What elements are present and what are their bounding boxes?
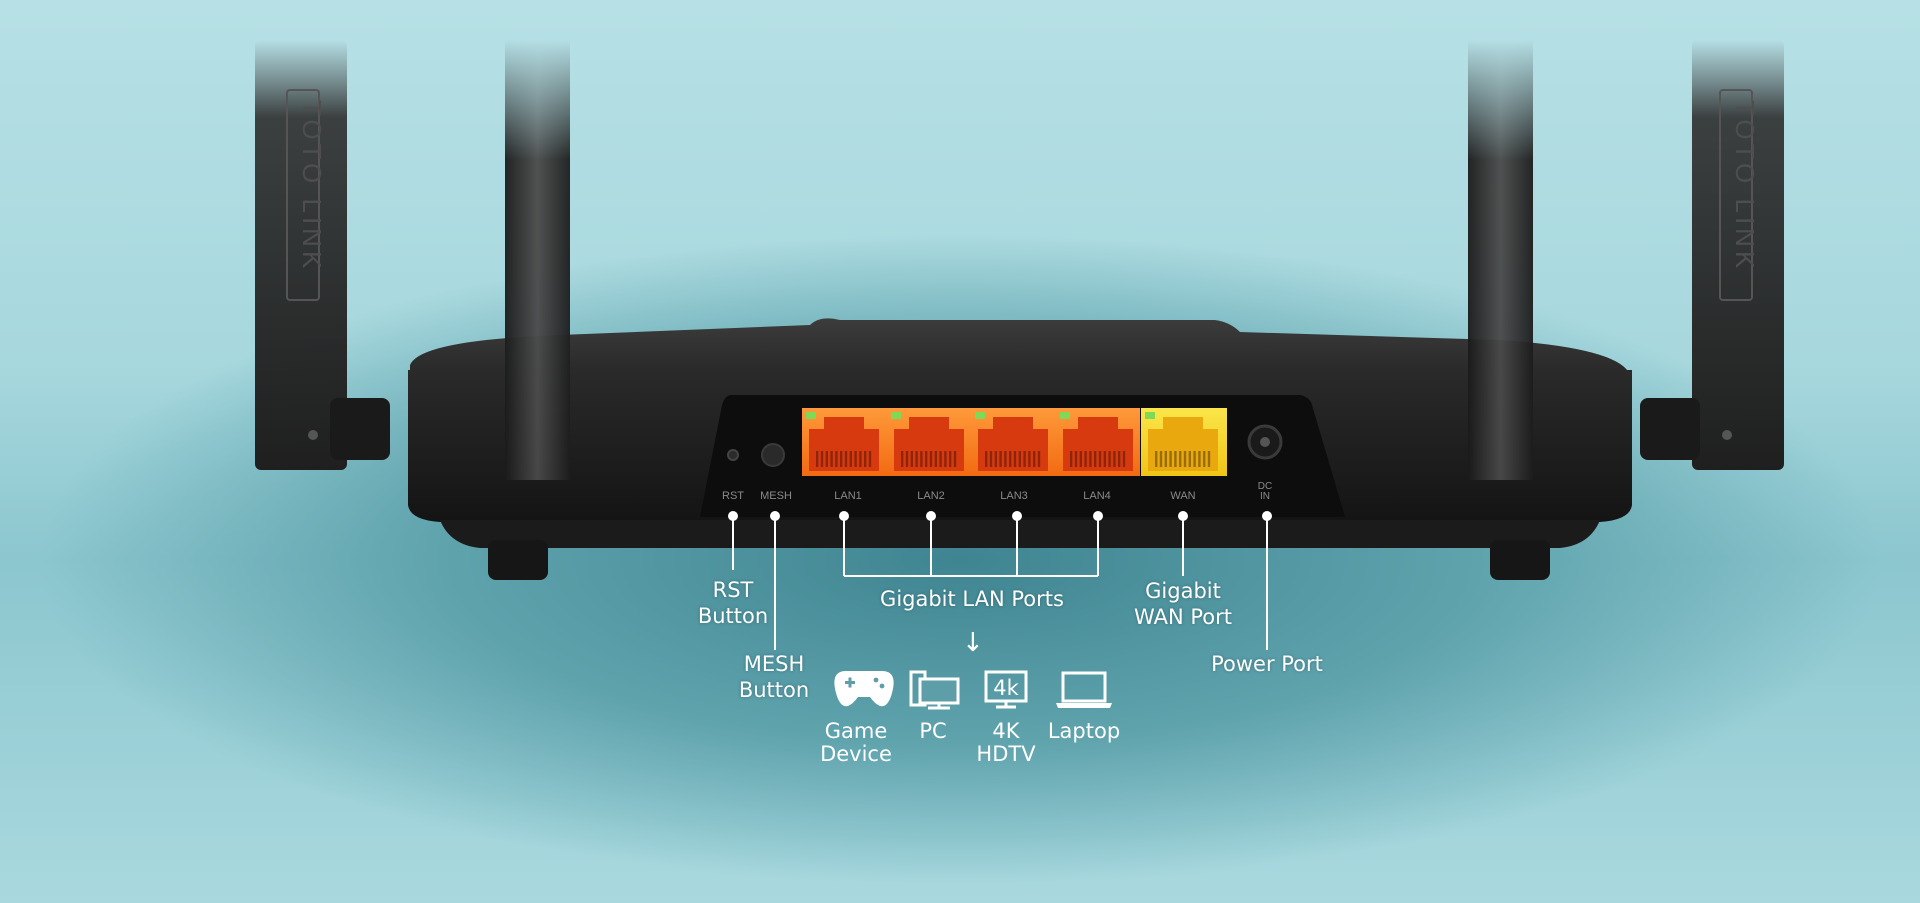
port-label-lan4: LAN4	[1083, 490, 1111, 502]
wan-label-line2: WAN Port	[1134, 605, 1232, 629]
lan-port-3[interactable]	[975, 412, 1048, 471]
router-foot-right	[1490, 540, 1550, 580]
lan-port-1[interactable]	[806, 412, 879, 471]
pc-icon	[909, 670, 960, 710]
mesh-button-label: MESH Button	[722, 651, 826, 703]
lan-ports-label: Gigabit LAN Ports	[852, 586, 1092, 612]
gamepad-icon	[834, 671, 894, 707]
mesh-label-line2: Button	[738, 678, 810, 702]
port-label-lan3: LAN3	[1000, 490, 1028, 502]
antenna-right-outer: TOTO LINK	[1640, 40, 1784, 470]
power-port-label: Power Port	[1197, 651, 1337, 677]
callout-dots	[728, 511, 1272, 521]
port-label-lan1: LAN1	[834, 490, 862, 502]
wan-port-label: Gigabit WAN Port	[1118, 578, 1248, 630]
port-label-lan2: LAN2	[917, 490, 945, 502]
laptop-icon	[1056, 671, 1112, 708]
tv-4k-icon-text: 4k	[993, 676, 1019, 700]
rst-label-line2: Button	[697, 604, 769, 628]
antenna-right-inner	[1468, 40, 1533, 480]
callout-lines	[732, 516, 1268, 650]
antenna-left-outer: TOTO LINK	[255, 40, 390, 470]
port-label-mesh: MESH	[760, 490, 792, 502]
rst-hole[interactable]	[727, 449, 739, 461]
lan-port-2[interactable]	[891, 412, 964, 471]
port-label-rst: RST	[722, 490, 744, 502]
router-base	[440, 520, 1600, 548]
tv-4k-icon: 4k	[984, 670, 1028, 709]
antenna-left-inner	[505, 40, 570, 480]
wan-label-line1: Gigabit	[1145, 579, 1221, 603]
port-label-wan: WAN	[1170, 490, 1195, 502]
lan-label-text: Gigabit LAN Ports	[880, 587, 1064, 611]
port-label-in: IN	[1260, 491, 1270, 502]
wan-port[interactable]	[1145, 412, 1218, 471]
mesh-button[interactable]	[761, 443, 785, 467]
rst-button-label: RST Button	[683, 577, 783, 629]
port-label-dc: DC	[1258, 481, 1272, 492]
device-label-laptop: Laptop	[1047, 719, 1121, 743]
antenna-brand-text: TOTO LINK	[297, 100, 327, 272]
antenna-brand-text: TOTO LINK	[1730, 100, 1760, 272]
device-label-pc: PC	[919, 719, 947, 743]
mesh-label-line1: MESH	[743, 652, 805, 676]
rst-label-line1: RST	[712, 578, 754, 602]
power-label-text: Power Port	[1211, 652, 1323, 676]
lan-port-4[interactable]	[1060, 412, 1133, 471]
router-foot-left	[488, 540, 548, 580]
down-arrow-icon: ↓	[962, 628, 984, 658]
